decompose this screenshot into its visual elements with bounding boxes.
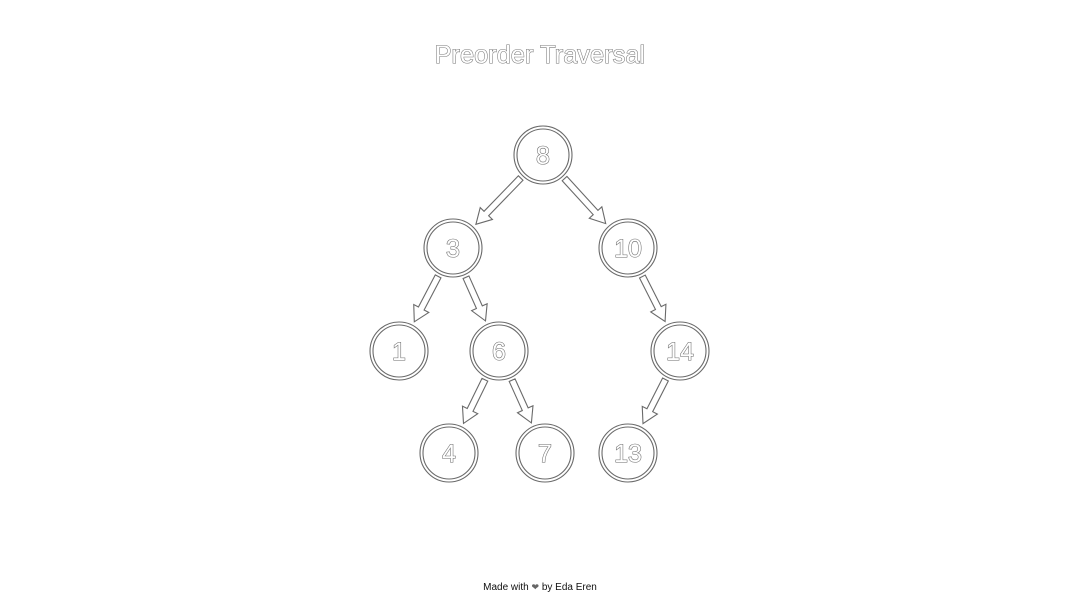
footer-prefix: Made with xyxy=(483,582,529,593)
diagram-title: Preorder Traversal xyxy=(434,40,646,69)
edge-arrow-6-to-4 xyxy=(461,377,489,425)
node-inner-ring xyxy=(426,221,480,275)
tree-node-4: 4 xyxy=(419,423,479,483)
tree-node-6: 6 xyxy=(469,321,529,381)
node-inner-ring xyxy=(422,426,476,480)
tree-node-3: 3 xyxy=(423,218,483,278)
node-inner-ring xyxy=(601,426,655,480)
tree-node-8: 8 xyxy=(513,125,573,185)
node-inner-ring xyxy=(601,221,655,275)
node-inner-ring xyxy=(653,324,707,378)
node-inner-ring xyxy=(372,324,426,378)
footer-credit: Made with ❤ by Eda Eren xyxy=(0,582,1080,593)
tree-node-10: 10 xyxy=(598,218,658,278)
edge-arrow-6-to-7 xyxy=(508,378,534,424)
footer-author: by Eda Eren xyxy=(541,582,597,593)
node-label: 10 xyxy=(614,235,642,263)
tree-node-7: 7 xyxy=(515,423,575,483)
node-label: 1 xyxy=(392,338,406,366)
node-label: 14 xyxy=(666,338,694,366)
tree-nodes: 8 3 10 1 6 14 4 7 13 xyxy=(369,125,710,483)
edge-arrow-8-to-10 xyxy=(561,175,607,225)
node-label: 8 xyxy=(536,142,550,170)
node-inner-ring xyxy=(518,426,572,480)
edge-arrow-8-to-3 xyxy=(475,175,524,226)
heart-icon: ❤ xyxy=(531,582,540,592)
tree-node-13: 13 xyxy=(598,423,658,483)
node-label: 3 xyxy=(446,235,460,263)
edge-arrow-3-to-6 xyxy=(462,275,488,322)
node-label: 4 xyxy=(442,440,456,468)
edge-arrow-10-to-14 xyxy=(638,274,667,323)
tree-node-1: 1 xyxy=(369,321,429,381)
node-inner-ring xyxy=(472,324,526,378)
node-label: 7 xyxy=(538,440,552,468)
node-inner-ring xyxy=(516,128,570,182)
edge-arrow-3-to-1 xyxy=(413,274,442,323)
tree-edges xyxy=(413,175,670,425)
node-label: 13 xyxy=(614,440,642,468)
edge-arrow-14-to-13 xyxy=(641,377,670,425)
tree-node-14: 14 xyxy=(650,321,710,381)
node-label: 6 xyxy=(492,338,506,366)
